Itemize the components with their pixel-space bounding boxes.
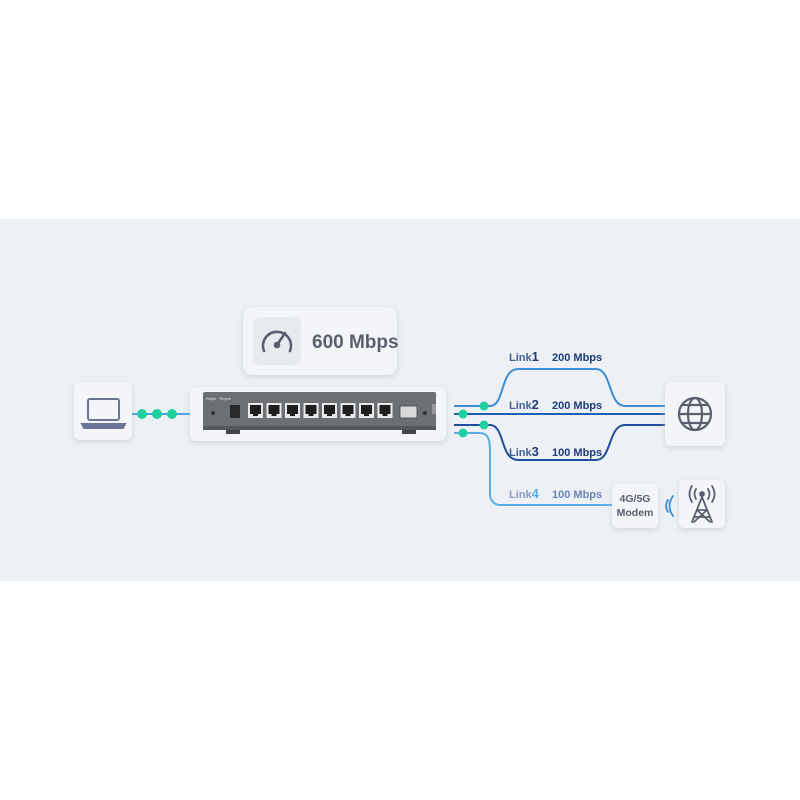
modem-card: 4G/5G Modem [612,484,658,528]
link-lines [454,368,665,506]
link-1-line [454,368,665,407]
ethernet-port [266,403,282,418]
link-3-label: Link3 [509,444,539,459]
link-labels: Link1 200 Mbps Link2 200 Mbps Link3 100 … [509,349,602,501]
link-dots [458,401,489,438]
router-card: Ruijie · Reyee [190,387,446,441]
laptop-icon [80,398,127,429]
link-1-label: Link1 [509,349,539,364]
speedometer-icon [261,330,293,353]
link-3-line [454,424,665,461]
laptop-link-dots [137,409,177,419]
router-brand: Ruijie · Reyee [206,396,232,401]
wifi-signal-icon [665,495,674,517]
ethernet-port [340,403,356,418]
ethernet-port [303,403,319,418]
speed-value: 600 Mbps [312,332,399,353]
tower-card [679,480,725,528]
speed-badge: 600 Mbps [243,307,399,375]
link-2-label: Link2 [509,397,539,412]
modem-line2: Modem [617,507,654,519]
modem-line1: 4G/5G [620,493,651,505]
globe-icon [677,396,713,432]
internet-card [665,382,725,446]
ethernet-ports [248,403,393,418]
laptop-card [74,382,132,440]
cell-tower-icon [688,485,716,523]
ethernet-port [322,403,337,418]
link-1-speed: 200 Mbps [552,352,602,364]
ethernet-port [285,403,300,418]
ethernet-port [359,403,374,418]
ethernet-port [248,403,263,418]
link-2-speed: 200 Mbps [552,400,602,412]
link-4-speed: 100 Mbps [552,489,602,501]
link-3-speed: 100 Mbps [552,447,602,459]
link-4-line [454,432,612,506]
link-4-label: Link4 [509,486,540,501]
ethernet-port [377,403,393,418]
